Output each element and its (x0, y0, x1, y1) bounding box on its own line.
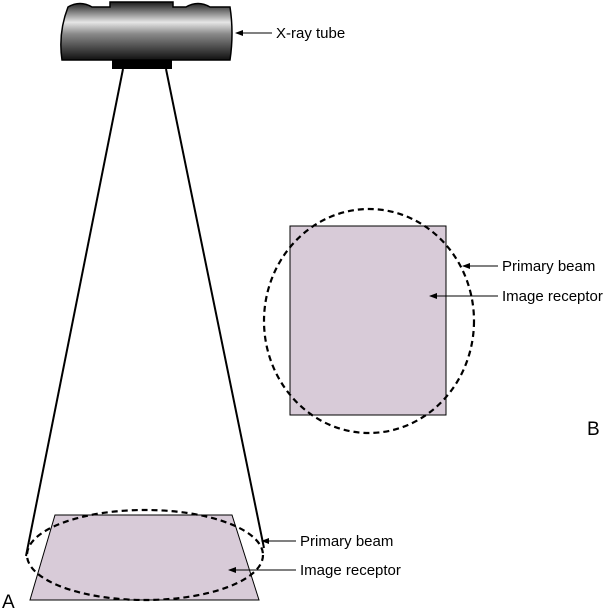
image-receptor-a-label: Image receptor (300, 562, 401, 579)
image-receptor-b-label: Image receptor (502, 288, 603, 305)
primary-beam-b (262, 207, 476, 435)
image-receptor-a (29, 514, 260, 601)
panel-label-a: A (2, 592, 15, 613)
primary-beam-a (25, 508, 265, 602)
tube-label: X-ray tube (276, 25, 345, 42)
beam-edge-left (25, 68, 124, 557)
panel-label-b: B (587, 419, 600, 440)
primary-beam-a-label: Primary beam (300, 533, 393, 550)
xray-tube-icon (60, 1, 233, 69)
beam-edge-right (165, 68, 265, 549)
image-receptor-b (289, 225, 447, 416)
primary-beam-b-label: Primary beam (502, 258, 595, 275)
